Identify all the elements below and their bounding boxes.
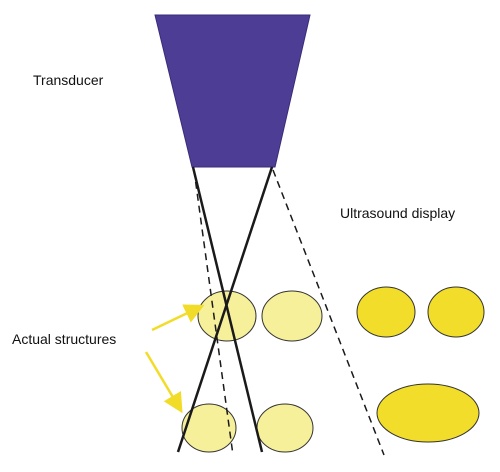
arrow-to-bottom-structure	[144, 351, 183, 414]
beam-line-solid-right	[176, 166, 274, 453]
display-structure-bottom	[376, 383, 480, 443]
beam-line-dashed-right	[272, 169, 385, 456]
actual-structure-top-left	[197, 290, 257, 342]
actual-structures-label: Actual structures	[12, 331, 117, 347]
ultrasound-display-label: Ultrasound display	[340, 205, 456, 221]
arrow-to-top-structure	[151, 304, 205, 332]
display-structure-top-right	[427, 286, 485, 338]
actual-structure-bottom-right	[256, 403, 314, 453]
actual-structure-top-right	[261, 290, 323, 342]
actual-structure-bottom-left	[181, 403, 237, 453]
display-structure-top-left	[356, 286, 416, 338]
transducer-shape	[154, 14, 311, 168]
transducer-label: Transducer	[33, 72, 104, 88]
beam-line-solid-left	[191, 166, 264, 453]
